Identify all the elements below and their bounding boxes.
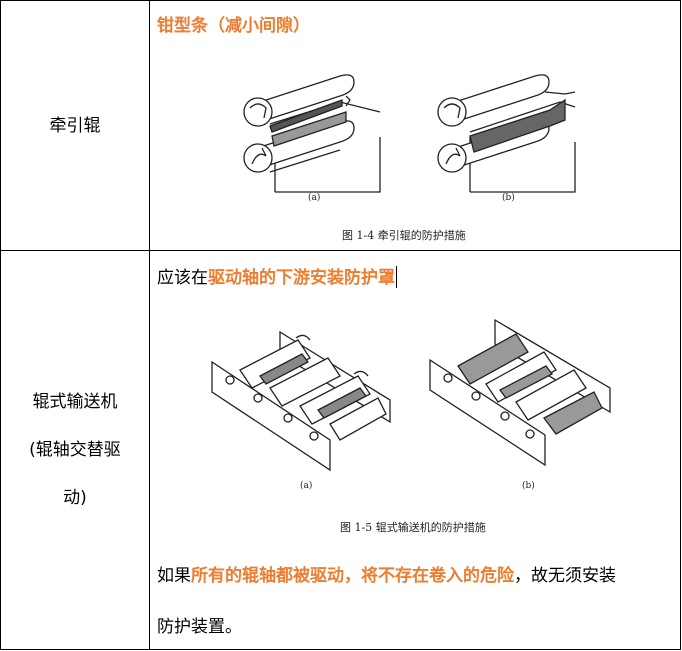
figure-1-4-caption: 图 1-4 牵引辊的防护措施 xyxy=(342,228,466,242)
figure-1-5-sub-a: (a) xyxy=(300,480,312,491)
figure-1-4-b-rollers xyxy=(437,74,576,193)
row2-note-line1: 如果所有的辊轴都被驱动，将不存在卷入的危险，故无须安装 xyxy=(157,565,616,587)
row2-note-line2: 防护装置。 xyxy=(157,617,242,637)
row2-label-line2: (辊轴交替驱 xyxy=(29,440,121,460)
table-border-left xyxy=(0,0,1,650)
table-border-top xyxy=(0,0,681,1)
figure-1-4-sub-b: (b) xyxy=(502,192,515,203)
row2-intro-highlight: 驱动轴的下游安装防护罩 xyxy=(208,268,395,288)
figure-1-5-caption: 图 1-5 辊式输送机的防护措施 xyxy=(340,520,486,534)
figure-1-5-a-conveyor xyxy=(211,330,391,472)
figure-1-4-a-rollers xyxy=(243,74,381,193)
row2-note-plain-1: 如果 xyxy=(157,566,191,586)
figure-1-5-b-conveyor xyxy=(429,318,611,467)
table-border-right xyxy=(680,0,681,650)
row1-label-cell: 牵引辊 xyxy=(1,1,149,250)
row2-note-highlight: 所有的辊轴都被驱动，将不存在卷入的危险 xyxy=(191,566,514,586)
row2-intro: 应该在驱动轴的下游安装防护罩 xyxy=(157,266,397,289)
column-divider xyxy=(149,0,150,650)
row1-heading: 钳型条（减小间隙） xyxy=(157,16,310,36)
row-divider xyxy=(0,250,681,251)
table-border-bottom xyxy=(0,649,681,650)
row2-label-cell: 辊式输送机 (辊轴交替驱 动) xyxy=(1,251,149,649)
figure-1-5-sub-b: (b) xyxy=(522,480,535,491)
row2-intro-plain: 应该在 xyxy=(157,268,208,288)
row2-note-plain-2: ，故无须安装 xyxy=(514,566,616,586)
row2-label-line3: 动) xyxy=(63,488,87,508)
text-caret xyxy=(396,266,397,288)
figure-1-5: (a) (b) 图 1-5 辊式输送机的防护措施 xyxy=(211,318,611,534)
row1-label: 牵引辊 xyxy=(49,115,101,136)
figure-1-4-sub-a: (a) xyxy=(308,192,320,203)
row2-label-line1: 辊式输送机 xyxy=(32,392,118,412)
figure-1-4: (a) (b) 图 1-4 牵引辊的防护措施 xyxy=(243,74,576,242)
